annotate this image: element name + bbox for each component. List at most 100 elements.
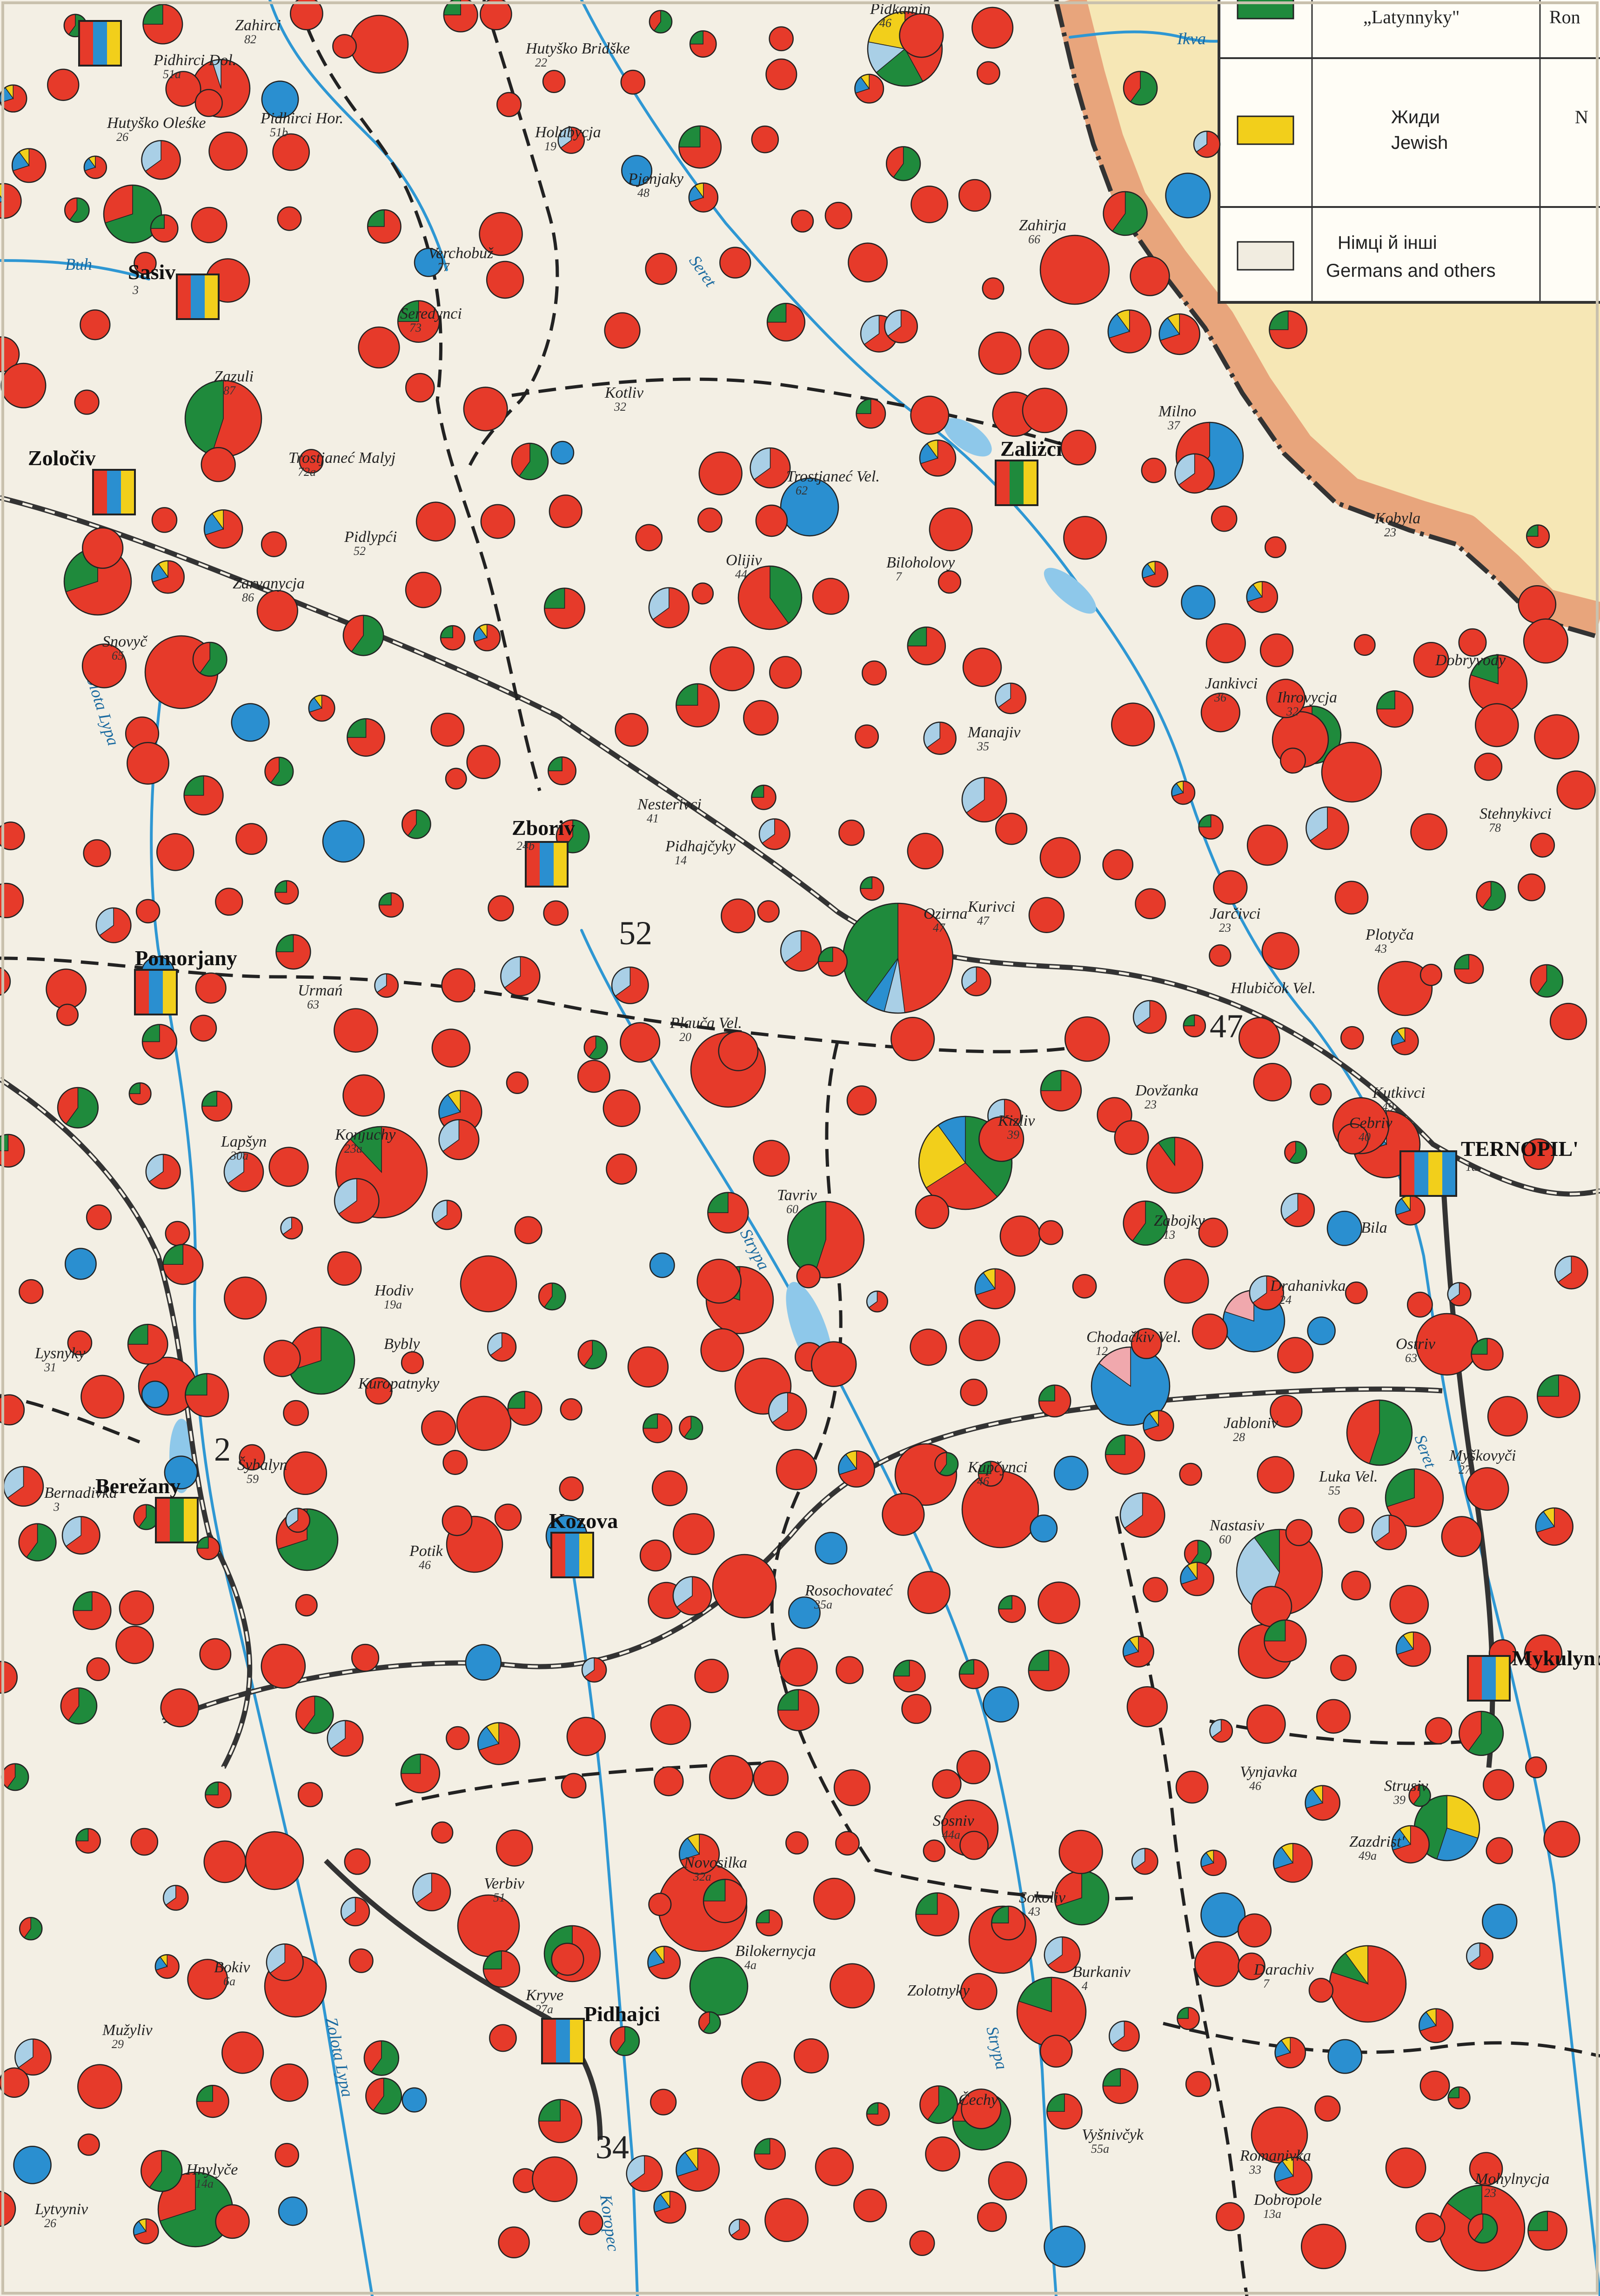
pie-outline: [1353, 634, 1376, 656]
pie-outline: [753, 1760, 789, 1796]
pie-slice: [1216, 2203, 1244, 2231]
village-label: Stehnykivci: [1479, 805, 1552, 822]
pie-outline: [751, 125, 779, 154]
pie-chart: [164, 1455, 198, 1489]
pie-outline: [456, 1395, 512, 1451]
pie-outline: [765, 58, 797, 90]
pie-slice: [1280, 748, 1305, 773]
pie-chart: [60, 1687, 98, 1725]
pie-slice: [1135, 888, 1165, 919]
pie-slice: [621, 70, 645, 94]
pie-chart: [689, 30, 717, 58]
pie-chart: [1534, 714, 1580, 760]
pie-chart: [627, 1346, 669, 1388]
village-label: Sokoliv: [1019, 1889, 1066, 1906]
pie-chart: [837, 1450, 875, 1488]
pie-outline: [778, 1647, 818, 1687]
pie-chart: [995, 682, 1027, 714]
pie-chart: [756, 1909, 783, 1936]
pie-chart: [75, 1828, 101, 1854]
pie-outline: [221, 2031, 264, 2074]
pie-outline: [432, 1200, 462, 1230]
pie-chart: [983, 1686, 1019, 1723]
pie-slice: [710, 1755, 753, 1799]
pie-chart: [1465, 1467, 1509, 1511]
pie-chart: [958, 1319, 1000, 1362]
pie-chart: [929, 507, 973, 552]
pie-outline: [154, 1954, 180, 1979]
pie-chart: [721, 898, 756, 934]
pie-chart: [753, 1760, 789, 1796]
pie-chart: [793, 2038, 829, 2074]
pie-chart: [1385, 1468, 1444, 1528]
pie-chart: [648, 1893, 672, 1916]
pie-chart: [1063, 516, 1107, 560]
pie-outline: [358, 326, 400, 369]
pie-chart: [115, 1625, 154, 1664]
pie-outline: [813, 1877, 856, 1920]
pie-outline: [1216, 2202, 1245, 2231]
pie-outline: [367, 209, 402, 244]
legend-jewish-en: Jewish: [1391, 133, 1448, 153]
pie-chart: [991, 1905, 1026, 1941]
pie-outline: [1425, 1717, 1453, 1745]
pie-chart: [365, 2077, 402, 2115]
village-code: 32a: [693, 1870, 711, 1883]
pie-outline: [705, 1266, 774, 1335]
village-label: Zabojky: [1154, 1212, 1205, 1229]
pie-chart: [442, 1505, 473, 1536]
pie-slice: [222, 2032, 263, 2074]
pie-chart: [1466, 1942, 1493, 1970]
pie-outline: [1535, 1507, 1574, 1546]
pie-slice: [481, 504, 515, 539]
pie-outline: [853, 2189, 887, 2223]
pie-chart: [400, 1753, 441, 1794]
pie-outline: [556, 819, 590, 854]
legend-latynnyky-label: „Latynnyky": [1363, 7, 1459, 27]
pie-chart: [1285, 1519, 1313, 1546]
village-label: Drahanivka: [1270, 1277, 1346, 1295]
pie-slice: [891, 1017, 935, 1061]
pie-chart: [511, 442, 549, 481]
village-label: Kotliv: [604, 384, 644, 401]
pie-chart: [1316, 1699, 1351, 1734]
pie-slice: [1524, 1635, 1562, 1673]
pie-slice: [1317, 1699, 1351, 1733]
pie-outline: [442, 1505, 473, 1536]
pie-slice: [299, 449, 323, 473]
pie-outline: [1471, 1338, 1504, 1371]
pie-outline: [1171, 781, 1196, 805]
pie-chart: [1408, 1784, 1431, 1807]
village-label: Zahirja: [1019, 217, 1066, 234]
pie-slice: [446, 1727, 469, 1750]
pie-chart: [788, 1596, 821, 1629]
pie-chart: [142, 4, 183, 45]
pie-slice: [0, 2068, 29, 2097]
pie-chart: [639, 1539, 672, 1572]
pie-outline: [11, 148, 47, 183]
pie-outline: [698, 451, 743, 495]
pie-outline: [1269, 310, 1308, 349]
pie-outline: [1395, 1631, 1431, 1667]
pie-slice: [1518, 874, 1545, 901]
village-code: 23: [1384, 526, 1396, 539]
pie-outline: [559, 1476, 584, 1501]
pie-outline: [1165, 173, 1211, 219]
pie-slice: [1238, 1914, 1271, 1947]
pie-outline: [1028, 1649, 1070, 1692]
pie-outline: [1105, 1434, 1145, 1475]
pie-slice: [1315, 2096, 1340, 2121]
pie-outline: [205, 1781, 232, 1809]
pie-chart: [438, 1119, 480, 1161]
pie-outline: [543, 900, 569, 926]
pie-slice: [277, 207, 301, 231]
pie-chart: [412, 1872, 451, 1912]
village-code: 27a: [535, 2002, 553, 2016]
pie-slice: [1459, 628, 1486, 656]
pie-outline: [862, 660, 887, 686]
pie-slice: [333, 34, 356, 58]
pie-outline: [1039, 837, 1081, 878]
pie-chart: [997, 1595, 1026, 1623]
pie-slice: [925, 2137, 960, 2171]
pie-chart: [780, 930, 822, 972]
